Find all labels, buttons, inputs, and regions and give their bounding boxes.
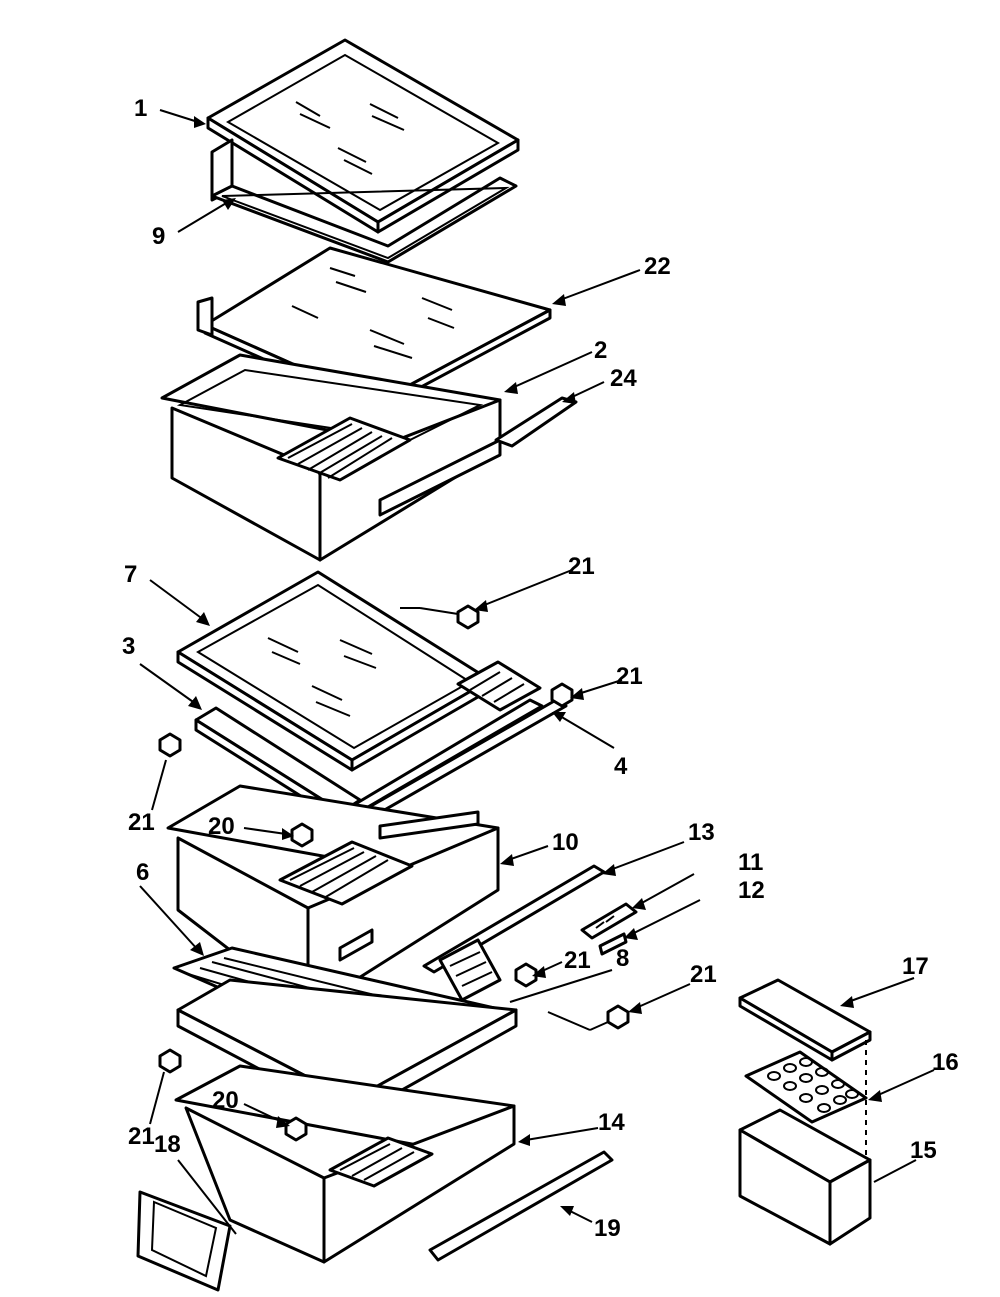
callout-21-e: 21: [690, 961, 717, 988]
callout-7: 7: [124, 561, 137, 588]
control-slide: [598, 932, 628, 956]
callout-15: 15: [910, 1137, 937, 1164]
callout-20-a: 20: [208, 813, 235, 840]
egg-bin: [738, 1108, 872, 1246]
callout-13: 13: [688, 819, 715, 846]
callout-11: 11: [738, 849, 763, 876]
callout-21-b: 21: [616, 663, 643, 690]
callout-2: 2: [594, 337, 607, 364]
humidity-control: [580, 902, 638, 940]
callout-8: 8: [616, 945, 629, 972]
callout-18: 18: [154, 1131, 181, 1158]
egg-bin-lid: [738, 978, 872, 1062]
callout-1: 1: [134, 95, 147, 122]
callout-16: 16: [932, 1049, 959, 1076]
shelf-frame-top: [210, 138, 518, 264]
shelf-top: [206, 38, 520, 234]
callout-22: 22: [644, 253, 671, 280]
callout-21-d: 21: [564, 947, 591, 974]
callout-6: 6: [136, 859, 149, 886]
callout-3: 3: [122, 633, 135, 660]
shelf-support-clip: [158, 604, 630, 1074]
shelf-frame-middle: [194, 660, 544, 824]
leader-lines: [139, 109, 935, 1235]
callout-labels: 1 9 22 2 24 7 21 3 21 21 4 20 10 13 11 1…: [122, 95, 959, 1242]
callout-20-b: 20: [212, 1087, 239, 1114]
pan-stop: [284, 822, 314, 1142]
callout-9: 9: [152, 223, 165, 250]
callout-19: 19: [594, 1215, 621, 1242]
pan-handle-upper: [494, 396, 578, 448]
callout-24: 24: [610, 365, 637, 392]
egg-tray: [744, 1050, 868, 1124]
callout-21-a: 21: [568, 553, 595, 580]
pan-handle-lower: [428, 1150, 614, 1262]
callout-14: 14: [598, 1109, 625, 1136]
callout-12: 12: [738, 877, 765, 904]
callout-10: 10: [552, 829, 579, 856]
callout-21-f: 21: [128, 1123, 155, 1150]
label-frame: [136, 1190, 232, 1292]
crisper-pan-middle: [166, 784, 500, 1012]
callout-4: 4: [614, 753, 628, 780]
crisper-pan-upper: [160, 353, 502, 562]
callout-21-c: 21: [128, 809, 155, 836]
crisper-pan-lower: [174, 1064, 516, 1264]
callout-17: 17: [902, 953, 929, 980]
